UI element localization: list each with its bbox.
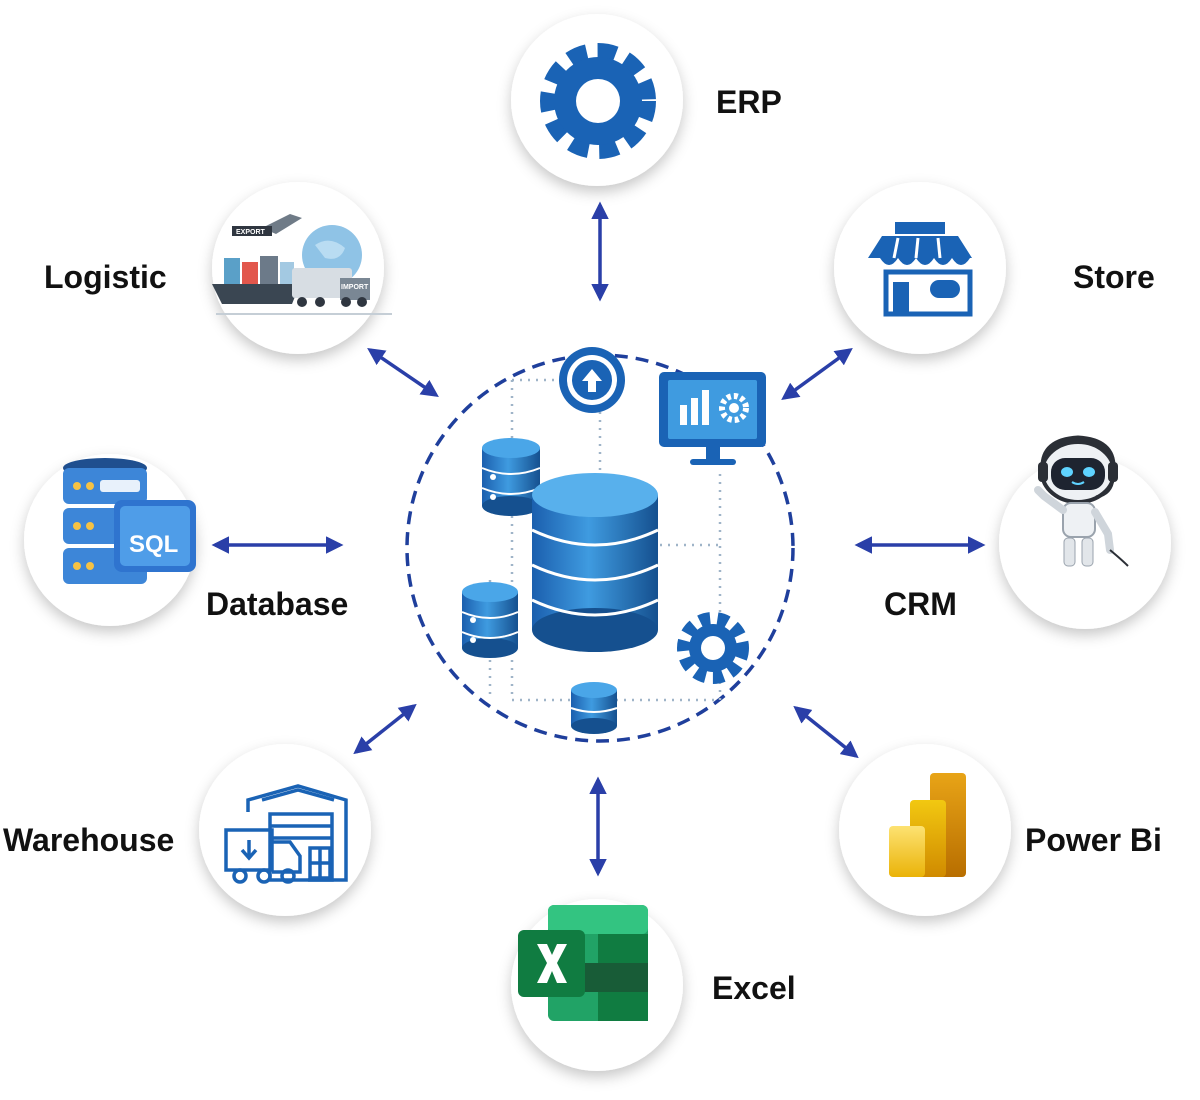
arrow-logistic bbox=[367, 348, 439, 397]
sql-text: SQL bbox=[129, 531, 178, 558]
small-database-cylinder bbox=[461, 582, 519, 658]
settings-gear-icon bbox=[677, 612, 749, 684]
excel-icon bbox=[518, 905, 648, 1021]
node-powerbi[interactable]: Power Bi bbox=[839, 744, 1162, 916]
robot-support-icon bbox=[1034, 435, 1129, 567]
node-label: ERP bbox=[716, 84, 782, 120]
node-label: Store bbox=[1073, 259, 1155, 295]
node-label: Excel bbox=[712, 970, 796, 1006]
sql-database-icon: SQL bbox=[63, 458, 196, 584]
small-database-cylinder bbox=[570, 682, 618, 734]
node-label: Database bbox=[206, 586, 348, 622]
node-label: CRM bbox=[884, 586, 957, 622]
upload-icon bbox=[559, 347, 625, 413]
node-logistic[interactable]: EXPORT IMPORT Logistic bbox=[44, 182, 392, 354]
node-warehouse[interactable]: Warehouse bbox=[3, 744, 371, 916]
main-database-cylinder bbox=[531, 473, 659, 652]
node-store[interactable]: Store bbox=[834, 182, 1155, 354]
power-bi-icon bbox=[889, 773, 966, 877]
node-circle bbox=[834, 182, 1006, 354]
node-label: Logistic bbox=[44, 259, 167, 295]
gear-icon bbox=[540, 43, 656, 159]
storefront-icon bbox=[868, 222, 973, 317]
warehouse-icon bbox=[224, 784, 348, 884]
node-crm[interactable]: CRM bbox=[884, 435, 1171, 629]
arrow-warehouse bbox=[353, 703, 417, 755]
connector-arrows bbox=[211, 201, 986, 877]
node-label: Power Bi bbox=[1025, 822, 1162, 858]
analytics-monitor-icon bbox=[659, 372, 766, 465]
logistics-icon: EXPORT IMPORT bbox=[212, 214, 392, 315]
node-database[interactable]: SQL Database bbox=[24, 454, 348, 626]
node-excel[interactable]: Excel bbox=[511, 899, 796, 1071]
data-hub-icon bbox=[405, 347, 795, 743]
node-circle bbox=[199, 744, 371, 916]
export-sign: EXPORT bbox=[236, 229, 266, 236]
node-erp[interactable]: ERP bbox=[511, 14, 782, 186]
node-label: Warehouse bbox=[3, 822, 174, 858]
import-sign: IMPORT bbox=[341, 284, 369, 291]
arrow-store bbox=[781, 347, 853, 401]
small-database-cylinder bbox=[481, 438, 541, 516]
arrow-powerbi bbox=[793, 705, 859, 759]
